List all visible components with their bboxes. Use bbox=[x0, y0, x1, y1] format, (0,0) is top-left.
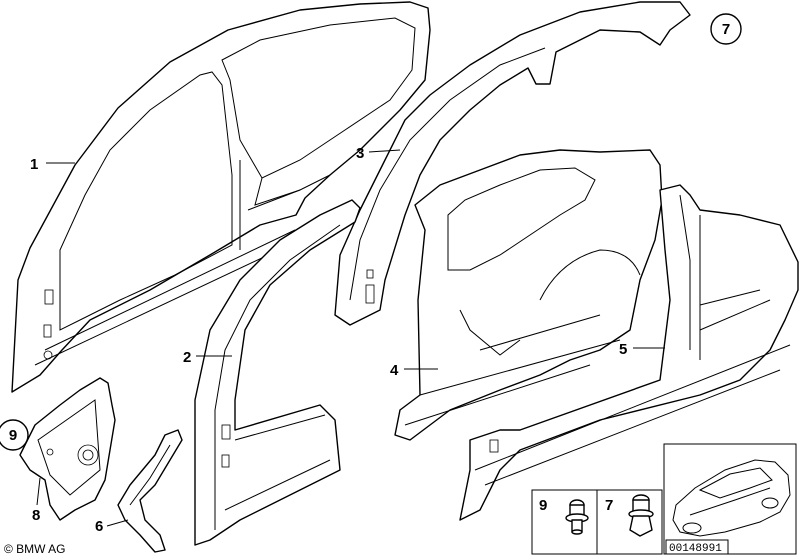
callout-5: 5 bbox=[619, 341, 627, 358]
side-frame-rear-part-5 bbox=[459, 184, 799, 521]
leader-lines bbox=[36, 149, 665, 527]
callout-2: 2 bbox=[183, 349, 191, 366]
car-thumbnail: 00148991 bbox=[663, 443, 797, 555]
rear-side-panel-part-4 bbox=[394, 149, 663, 441]
inset-label-9: 9 bbox=[539, 497, 547, 514]
car-outline-icon bbox=[672, 459, 791, 537]
callout-8: 8 bbox=[32, 507, 40, 524]
clip-fastener-icon bbox=[628, 494, 654, 537]
callout-1: 1 bbox=[30, 156, 38, 173]
circled-callout-9: 9 bbox=[0, 419, 29, 451]
b-pillar-reinforcement-part-6 bbox=[117, 429, 183, 553]
callout-4: 4 bbox=[390, 362, 399, 379]
a-pillar-sill-part-2 bbox=[194, 199, 361, 546]
circled-callout-7: 7 bbox=[710, 13, 742, 45]
roof-rail-part-3 bbox=[334, 1, 691, 326]
plug-fastener-icon bbox=[565, 499, 589, 535]
inset-label-7: 7 bbox=[605, 497, 613, 514]
a-pillar-reinforcement-part-8 bbox=[19, 377, 116, 521]
image-number: 00148991 bbox=[669, 543, 722, 555]
callout-3: 3 bbox=[356, 145, 364, 162]
fastener-inset: 9 7 bbox=[531, 489, 663, 555]
callout-6: 6 bbox=[95, 518, 103, 535]
callout-7: 7 bbox=[722, 21, 730, 38]
side-frame-part-1 bbox=[11, 1, 431, 393]
callout-9: 9 bbox=[9, 427, 17, 444]
copyright-label: © BMW AG bbox=[4, 542, 66, 556]
